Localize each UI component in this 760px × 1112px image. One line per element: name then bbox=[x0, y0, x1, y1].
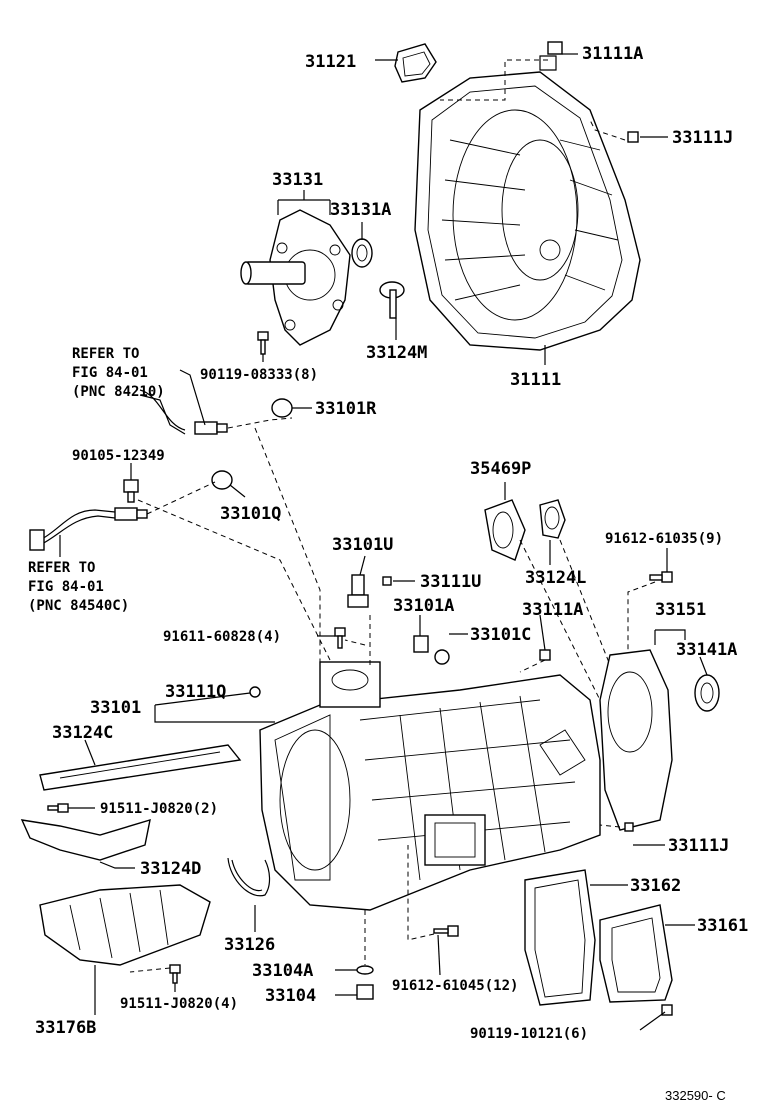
label-33126: 33126 bbox=[224, 935, 275, 955]
gasket-33104A bbox=[356, 965, 374, 975]
undercover-33176B bbox=[39, 884, 211, 966]
bolt-91612-61035 bbox=[649, 571, 673, 583]
plug-33101Q bbox=[211, 470, 233, 490]
label-33101C: 33101C bbox=[470, 625, 531, 645]
label-33124C: 33124C bbox=[52, 723, 113, 743]
pin-33111J-bottom bbox=[624, 822, 634, 832]
label-33161: 33161 bbox=[697, 916, 748, 936]
guide-33124C bbox=[39, 744, 242, 791]
cover-33161 bbox=[599, 904, 673, 1003]
label-33124D: 33124D bbox=[140, 859, 201, 879]
label-91612-61035: 91612-61035(9) bbox=[605, 531, 723, 547]
ref2-line3: (PNC 84540C) bbox=[28, 598, 129, 614]
plug-33101A bbox=[413, 635, 429, 653]
bearing-retainer-33131 bbox=[240, 209, 351, 346]
pin-33111Q bbox=[249, 686, 261, 698]
bolt-90119-10121 bbox=[661, 1004, 673, 1016]
sensor-harness-84540C bbox=[29, 507, 148, 551]
label-33101U: 33101U bbox=[332, 535, 393, 555]
drain-plug-33104 bbox=[356, 984, 374, 1000]
leader-lines bbox=[68, 53, 708, 1031]
label-33104: 33104 bbox=[265, 986, 316, 1006]
label-33111A-mid: 33111A bbox=[522, 600, 583, 620]
sensor-harness-84210 bbox=[139, 389, 228, 435]
label-31111A: 31111A bbox=[582, 44, 643, 64]
ref2-line1: REFER TO bbox=[28, 560, 95, 576]
gasket-33124L bbox=[539, 499, 566, 539]
ref1-line3: (PNC 84210) bbox=[72, 384, 165, 400]
bolt-91511-J0820-4 bbox=[169, 964, 181, 984]
bolt-91511-J0820-2 bbox=[47, 803, 69, 813]
seal-35469P bbox=[484, 499, 526, 561]
label-33111U: 33111U bbox=[420, 572, 481, 592]
oil-seal-33131A bbox=[351, 238, 373, 268]
bolt-91611-60828 bbox=[334, 627, 346, 649]
plug-31121 bbox=[394, 43, 437, 83]
bolt-91612-61045 bbox=[433, 925, 459, 937]
label-33131A: 33131A bbox=[330, 200, 391, 220]
plug-33101C bbox=[434, 649, 450, 665]
bracket-33124D bbox=[20, 818, 151, 861]
transmission-case-33101 bbox=[259, 661, 601, 911]
label-33141A: 33141A bbox=[676, 640, 737, 660]
label-91511-J0820-2: 91511-J0820(2) bbox=[100, 801, 218, 817]
label-33101R: 33101R bbox=[315, 399, 377, 419]
label-33111J-bottom: 33111J bbox=[668, 836, 729, 856]
shaft-33124M bbox=[379, 281, 405, 319]
label-31121: 31121 bbox=[305, 52, 356, 72]
label-33101Q: 33101Q bbox=[220, 504, 281, 524]
clutch-housing-31111 bbox=[414, 71, 641, 351]
figure-code: 332590- C bbox=[665, 1088, 726, 1103]
bolt-31111A bbox=[539, 41, 563, 71]
pin-33111J-top bbox=[627, 131, 639, 143]
ref2-line2: FIG 84-01 bbox=[28, 579, 104, 595]
oil-seal-33141A bbox=[694, 674, 720, 712]
label-33131: 33131 bbox=[272, 170, 323, 190]
label-31111: 31111 bbox=[510, 370, 561, 390]
label-33104A: 33104A bbox=[252, 961, 313, 981]
part-number-labels: 31121 31111A 33111J 33131 33131A 33124M … bbox=[35, 44, 748, 1042]
label-91511-J0820-4: 91511-J0820(4) bbox=[120, 996, 238, 1012]
label-33162: 33162 bbox=[630, 876, 681, 896]
label-90119-08333: 90119-08333(8) bbox=[200, 367, 318, 383]
label-33176B: 33176B bbox=[35, 1018, 96, 1038]
plug-33101R bbox=[271, 398, 293, 418]
label-33101A: 33101A bbox=[393, 596, 454, 616]
pin-33111A-mid bbox=[539, 649, 551, 661]
switch-33101U bbox=[347, 574, 369, 608]
bolt-90119-08333 bbox=[257, 331, 269, 355]
label-33111Q: 33111Q bbox=[165, 682, 226, 702]
label-33101: 33101 bbox=[90, 698, 141, 718]
ref1-line2: FIG 84-01 bbox=[72, 365, 148, 381]
label-35469P: 35469P bbox=[470, 459, 531, 479]
extension-housing-33151 bbox=[599, 649, 673, 831]
label-91612-61045: 91612-61045(12) bbox=[392, 978, 518, 994]
oil-baffle-33126 bbox=[227, 857, 271, 897]
ref1-line1: REFER TO bbox=[72, 346, 139, 362]
label-33124M: 33124M bbox=[366, 343, 427, 363]
reference-notes: REFER TO FIG 84-01 (PNC 84210) REFER TO … bbox=[28, 346, 165, 614]
label-90105-12349: 90105-12349 bbox=[72, 448, 165, 464]
label-91611-60828: 91611-60828(4) bbox=[163, 629, 281, 645]
gasket-33162 bbox=[524, 869, 596, 1006]
pin-33111U bbox=[382, 576, 392, 586]
label-90119-10121: 90119-10121(6) bbox=[470, 1026, 588, 1042]
label-33124L: 33124L bbox=[525, 568, 586, 588]
bolt-90105-12349 bbox=[123, 479, 139, 503]
label-33111J-top: 33111J bbox=[672, 128, 733, 148]
label-33151: 33151 bbox=[655, 600, 706, 620]
